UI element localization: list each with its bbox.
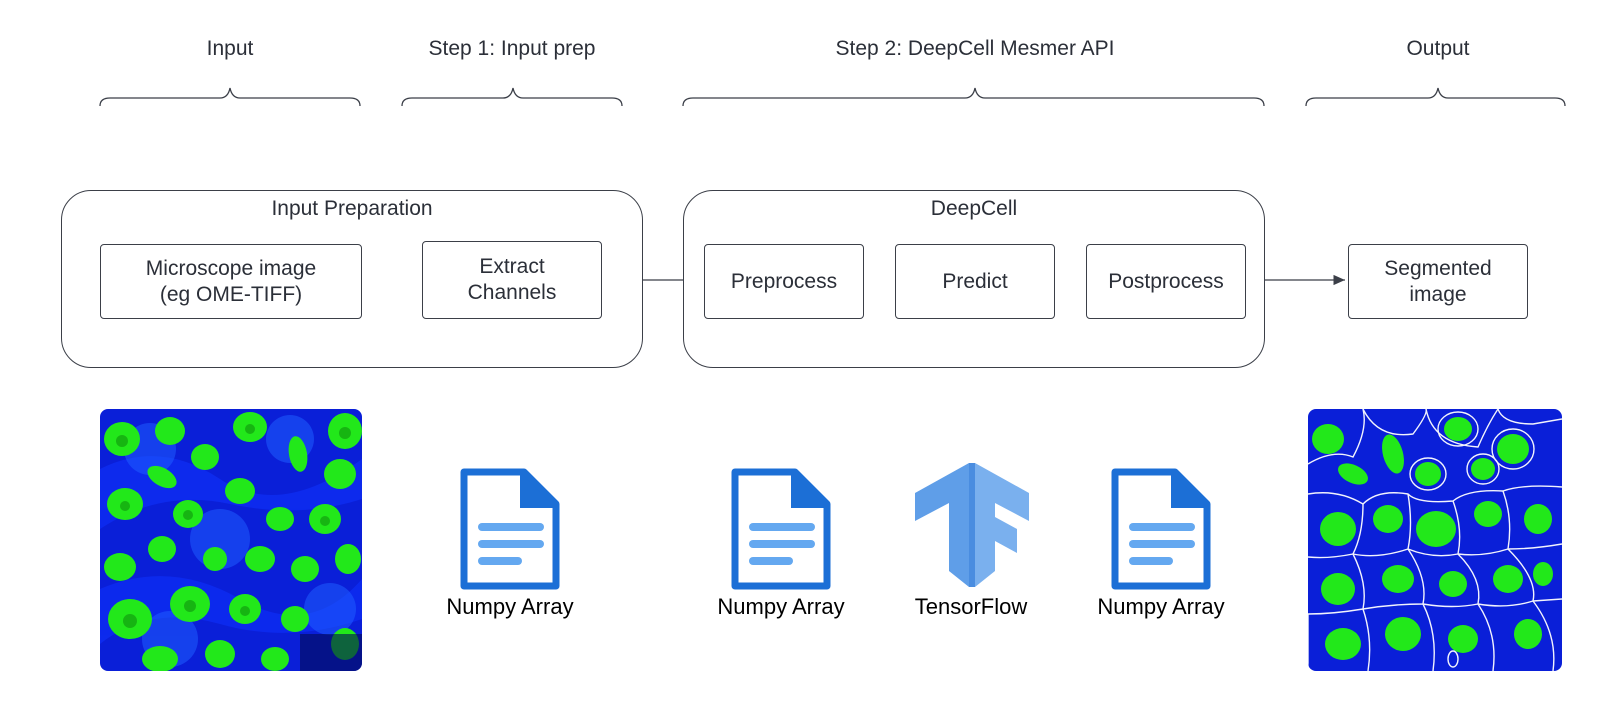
node-label: Preprocess [730,269,838,293]
node-extract-channels[interactable]: Extract Channels [422,241,602,319]
stage-label-step1: Step 1: Input prep [428,37,596,60]
asset-label-numpy-3: Numpy Array [1097,594,1225,619]
document-icon [460,468,560,590]
node-postprocess[interactable]: Postprocess [1086,244,1246,319]
microscope-image [100,409,362,671]
asset-label-numpy-1: Numpy Array [446,594,574,619]
document-icon [1111,468,1211,590]
brace-output [1305,87,1566,107]
node-segmented-image[interactable]: Segmented image [1348,244,1528,319]
node-microscope-image[interactable]: Microscope image (eg OME-TIFF) [100,244,362,319]
brace-step2 [682,87,1265,107]
group-title-deepcell: DeepCell [930,197,1018,220]
node-label: Segmented image [1384,256,1492,306]
segmented-image [1308,409,1562,671]
node-label: Extract Channels [467,255,557,304]
brace-input [99,87,361,107]
node-label: Predict [942,269,1008,293]
document-icon [731,468,831,590]
group-title-input-preparation: Input Preparation [271,197,433,220]
node-label: Microscope image (eg OME-TIFF) [145,256,317,306]
node-predict[interactable]: Predict [895,244,1055,319]
asset-label-tensorflow: TensorFlow [914,594,1028,619]
brace-step1 [401,87,623,107]
node-preprocess[interactable]: Preprocess [704,244,864,319]
stage-label-step2: Step 2: DeepCell Mesmer API [835,37,1115,60]
node-label: Postprocess [1108,269,1224,293]
stage-label-output: Output [1406,37,1470,60]
stage-label-input: Input [206,37,254,60]
tensorflow-logo [913,463,1031,591]
asset-label-numpy-2: Numpy Array [717,594,845,619]
